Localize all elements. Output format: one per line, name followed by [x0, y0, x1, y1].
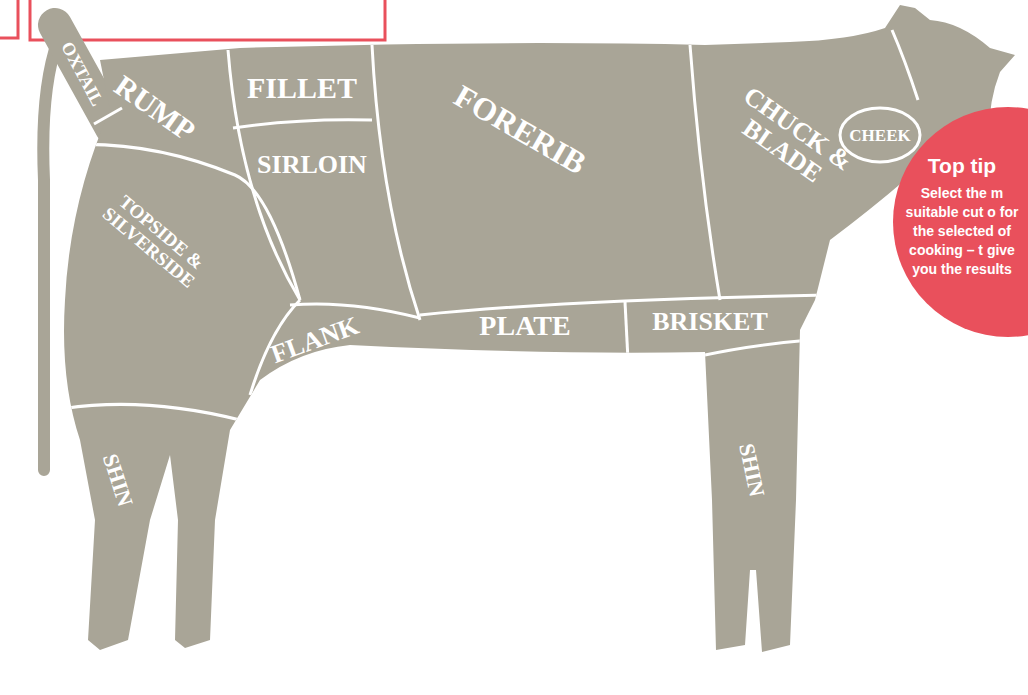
- cut-divider: [700, 340, 810, 356]
- cut-label: TOPSIDE & SILVERSIDE: [93, 184, 217, 297]
- cut-label: FLANK: [268, 312, 363, 369]
- cut-label: BRISKET: [652, 308, 768, 335]
- cut-divider: [690, 45, 720, 300]
- cut-label: PLATE: [479, 311, 570, 340]
- cut-label: OXTAIL: [57, 39, 106, 109]
- cut-divider: [892, 30, 918, 100]
- tip-body: Select the m suitable cut o for the sele…: [900, 184, 1024, 279]
- tail: [43, 40, 58, 470]
- cut-label: CHEEK: [849, 127, 910, 145]
- cut-label: RUMP: [109, 69, 201, 146]
- cut-label: SIRLOIN: [257, 151, 367, 178]
- tip-heading: Top tip: [900, 154, 1024, 178]
- cut-divider: [233, 120, 372, 128]
- cut-label: CHUCK & BLADE: [723, 82, 858, 199]
- cut-dividers: [55, 30, 918, 420]
- cow-silhouette: [64, 5, 1015, 652]
- tip-circle: Top tipSelect the m suitable cut o for t…: [893, 107, 1028, 337]
- cut-label: FILLET: [247, 72, 357, 104]
- frame-box: [30, 0, 385, 40]
- cut-label: SHIN: [735, 441, 769, 498]
- cut-divider: [94, 108, 122, 124]
- cut-label: SHIN: [99, 451, 138, 509]
- cut-divider: [372, 45, 420, 320]
- cut-label: FORERIB: [448, 79, 591, 181]
- cut-divider: [625, 302, 628, 360]
- frame-box: [0, 0, 18, 38]
- cut-divider: [55, 404, 240, 420]
